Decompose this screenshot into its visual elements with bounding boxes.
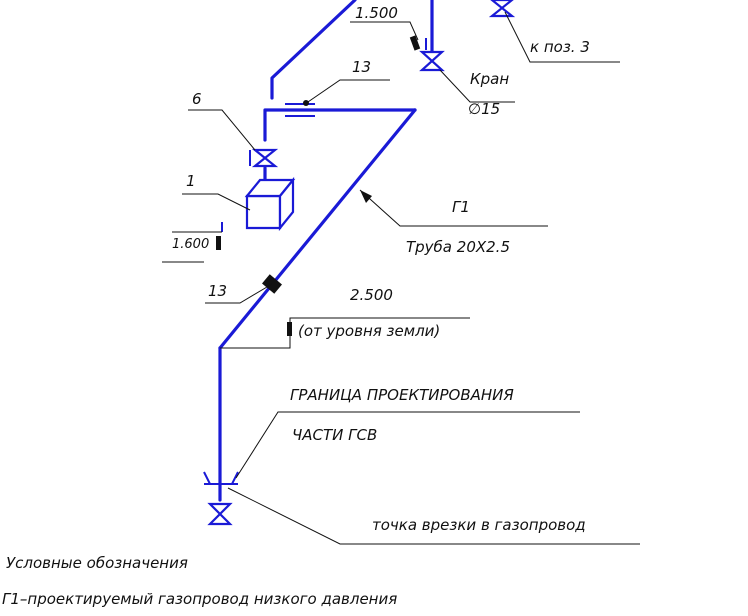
elevation-top-label: 1.500 (355, 4, 398, 22)
valve-tie-in (207, 502, 233, 526)
pipe-code-label: Г1 (452, 198, 470, 216)
boundary-line-2: ЧАСТИ ГСВ (292, 426, 377, 444)
legend-title: Условные обозначения (6, 554, 188, 572)
boundary-marker (203, 471, 239, 485)
pipe-spec-label: Труба 20Х2.5 (406, 238, 510, 256)
valve-title-label: Кран (470, 70, 509, 88)
legend-item: Г1–проектируемый газопровод низкого давл… (2, 590, 397, 608)
boundary-line-1: ГРАНИЦА ПРОЕКТИРОВАНИЯ (290, 386, 514, 404)
pipe-horizontal-upper (263, 108, 417, 142)
pipe-main-diagonal (218, 108, 417, 350)
ref-poz-label: к поз. 3 (530, 38, 590, 56)
valve-top-right (488, 0, 516, 18)
valve-diameter-label: ∅15 (468, 100, 500, 118)
callout-6: 6 (192, 90, 202, 108)
callout-13-top: 13 (352, 58, 371, 76)
leader-lines (162, 11, 640, 545)
callout-1: 1 (186, 172, 196, 190)
callout-13-mid: 13 (208, 282, 227, 300)
tie-in-label: точка врезки в газопровод (372, 516, 586, 534)
valve-kran (419, 38, 445, 72)
pipe-top-riser (270, 0, 357, 100)
pipeline-network (218, 0, 434, 502)
elevation-mid-note: (от уровня земли) (298, 322, 440, 340)
elevation-mid-label: 2.500 (350, 286, 393, 304)
valve-6 (249, 148, 279, 168)
sleeve-top (285, 103, 315, 117)
elevation-left-label: 1.600 (172, 237, 209, 252)
equipment-1-box (244, 176, 296, 232)
